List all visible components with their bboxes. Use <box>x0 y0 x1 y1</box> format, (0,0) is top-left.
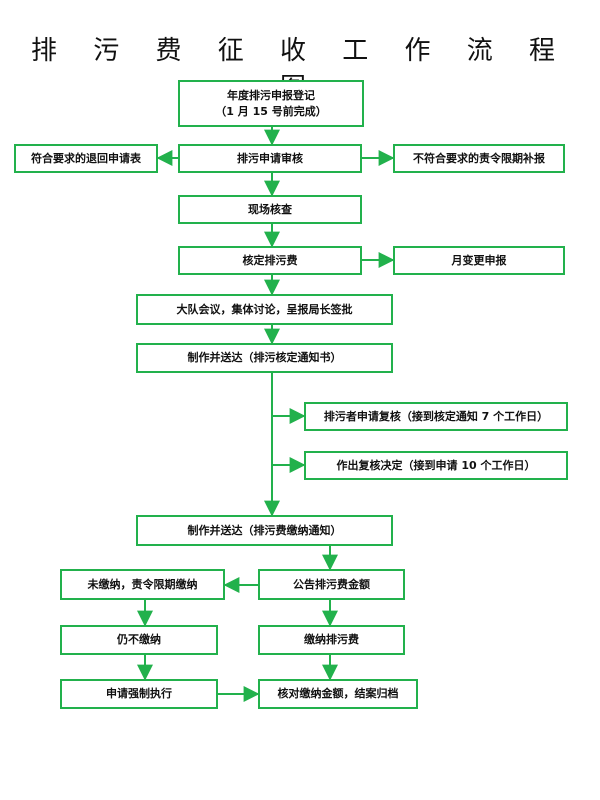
declaration-title: 年度排污申报登记 <box>227 89 315 103</box>
box-recheck-request: 排污者申请复核（接到核定通知 7 个工作日） <box>304 402 568 431</box>
box-review: 排污申请审核 <box>178 144 362 173</box>
box-meeting: 大队会议，集体讨论，呈报局长签批 <box>136 294 393 325</box>
box-enforce: 申请强制执行 <box>60 679 218 709</box>
box-pay-fee: 缴纳排污费 <box>258 625 405 655</box>
box-recheck-decision: 作出复核决定（接到申请 10 个工作日） <box>304 451 568 480</box>
box-still-unpaid: 仍不缴纳 <box>60 625 218 655</box>
declaration-deadline: （1 月 15 号前完成） <box>215 104 327 118</box>
box-monthly-change: 月变更申报 <box>393 246 565 275</box>
box-deliver-payment: 制作并送达（排污费缴纳通知） <box>136 515 393 546</box>
page-title: 排 污 费 征 收 工 作 流 程 图 <box>30 36 570 103</box>
box-reject-return: 符合要求的退回申请表 <box>14 144 158 173</box>
box-announce: 公告排污费金额 <box>258 569 405 600</box>
box-unpaid-deadline: 未缴纳，责令限期缴纳 <box>60 569 225 600</box>
box-deliver-notice: 制作并送达（排污核定通知书） <box>136 343 393 373</box>
box-site-check: 现场核查 <box>178 195 362 224</box>
box-annual-declaration: 年度排污申报登记 （1 月 15 号前完成） <box>178 80 364 127</box>
box-supplement: 不符合要求的责令限期补报 <box>393 144 565 173</box>
box-verify-fee: 核定排污费 <box>178 246 362 275</box>
box-verify-close: 核对缴纳金额，结案归档 <box>258 679 418 709</box>
